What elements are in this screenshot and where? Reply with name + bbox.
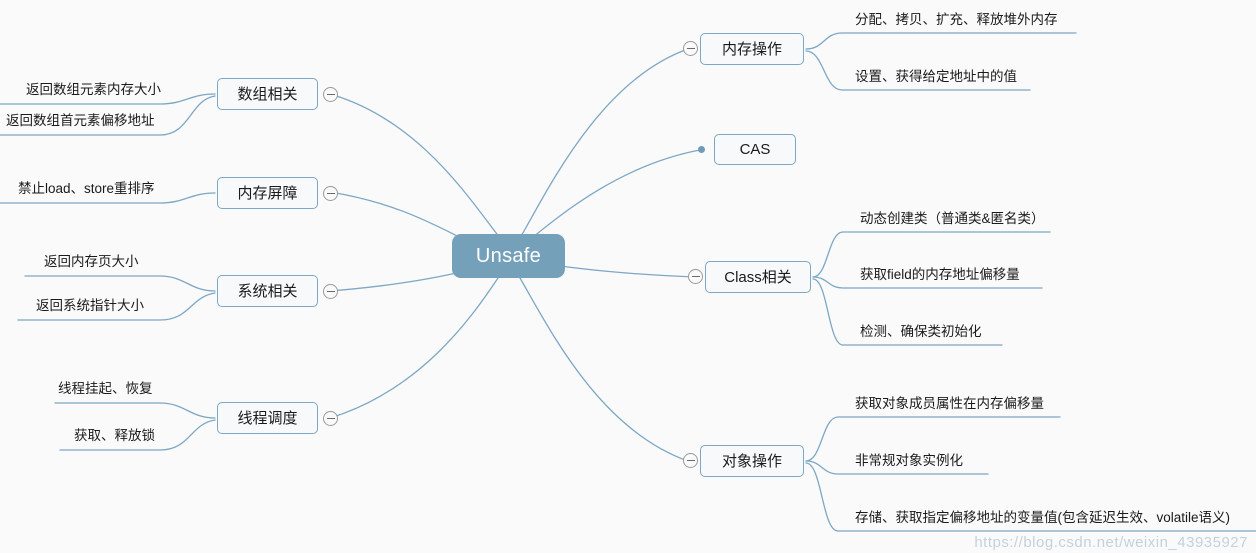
leaf-thread-0[interactable]: 线程挂起、恢复 [58,351,228,399]
leaf-object-0[interactable]: 获取对象成员属性在内存偏移量 [855,384,1175,414]
collapse-toggle-barrier[interactable] [323,186,338,201]
collapse-toggle-object[interactable] [683,453,698,468]
link-root-object [519,277,689,462]
leaf-object-2-label: 存储、获取指定偏移地址的变量值(包含延迟生效、volatile语义) [855,509,1231,525]
leaf-array-1[interactable]: 返回数组首元素偏移地址 [6,83,206,131]
link-root-array [329,93,501,239]
leaf-object-1[interactable]: 非常规对象实例化 [855,441,1175,471]
leaf-array-0-label: 返回数组元素内存大小 [26,81,161,97]
collapse-toggle-system[interactable] [323,284,338,299]
leaf-array-1-label: 返回数组首元素偏移地址 [6,112,155,128]
branch-label-thread: 线程调度 [237,409,298,427]
branch-label-system: 系统相关 [237,282,298,300]
leaf-clazz-0-label: 动态创建类（普通类&匿名类） [860,210,1045,226]
leaf-memory-0-label: 分配、拷贝、扩充、释放堆外内存 [855,11,1058,27]
branch-label-object: 对象操作 [721,452,782,470]
leaf-clazz-2[interactable]: 检测、确保类初始化 [860,312,1160,342]
link-root-memory [519,48,689,239]
leaf-array-0[interactable]: 返回数组元素内存大小 [26,52,206,100]
leaf-thread-0-label: 线程挂起、恢复 [58,380,153,396]
branch-node-memory[interactable]: 内存操作 [700,33,804,65]
root-node[interactable]: Unsafe [452,234,565,278]
leaf-clazz-2-label: 检测、确保类初始化 [860,323,982,339]
collapse-toggle-clazz[interactable] [688,269,703,284]
branch-node-object[interactable]: 对象操作 [700,445,804,477]
branch-dot-cas[interactable] [698,146,705,153]
branch-label-memory: 内存操作 [721,40,782,58]
branch-node-thread[interactable]: 线程调度 [217,402,318,434]
leaf-clazz-0[interactable]: 动态创建类（普通类&匿名类） [860,199,1160,229]
leaf-system-1[interactable]: 返回系统指针大小 [36,268,216,316]
leaf-object-1-label: 非常规对象实例化 [855,452,963,468]
leaf-thread-1[interactable]: 获取、释放锁 [74,398,234,446]
branch-label-barrier: 内存屏障 [237,184,298,202]
branch-node-system[interactable]: 系统相关 [217,275,318,307]
branch-node-cas[interactable]: CAS [714,134,796,165]
root-node-label: Unsafe [475,245,542,267]
leaf-memory-1[interactable]: 设置、获得给定地址中的值 [855,57,1155,87]
leaf-system-0-label: 返回内存页大小 [44,253,139,269]
leaf-object-2[interactable]: 存储、获取指定偏移地址的变量值(包含延迟生效、volatile语义) [855,498,1255,528]
leaf-barrier-0-label: 禁止load、store重排序 [18,180,155,196]
branch-label-cas: CAS [739,141,771,158]
watermark: https://blog.csdn.net/weixin_43935927 [974,534,1248,551]
link-root-cas [526,149,701,243]
leaf-thread-1-label: 获取、释放锁 [74,427,155,443]
branch-node-clazz[interactable]: Class相关 [705,261,811,293]
leaf-barrier-0[interactable]: 禁止load、store重排序 [18,151,218,199]
branch-label-clazz: Class相关 [724,268,792,286]
link-memory-leaf-0 [805,32,1077,50]
leaf-system-0[interactable]: 返回内存页大小 [44,224,224,272]
collapse-toggle-thread[interactable] [323,411,338,426]
leaf-system-1-label: 返回系统指针大小 [36,297,144,313]
collapse-toggle-memory[interactable] [683,41,698,56]
leaf-object-0-label: 获取对象成员属性在内存偏移量 [855,395,1044,411]
branch-node-array[interactable]: 数组相关 [217,78,318,110]
leaf-memory-0[interactable]: 分配、拷贝、扩充、释放堆外内存 [855,0,1155,30]
leaf-memory-1-label: 设置、获得给定地址中的值 [855,68,1017,84]
collapse-toggle-array[interactable] [323,87,338,102]
link-root-thread [329,277,499,419]
leaf-clazz-1-label: 获取field的内存地址偏移量 [860,266,1020,282]
branch-node-barrier[interactable]: 内存屏障 [217,177,318,209]
leaf-clazz-1[interactable]: 获取field的内存地址偏移量 [860,255,1160,285]
branch-label-array: 数组相关 [237,85,298,103]
